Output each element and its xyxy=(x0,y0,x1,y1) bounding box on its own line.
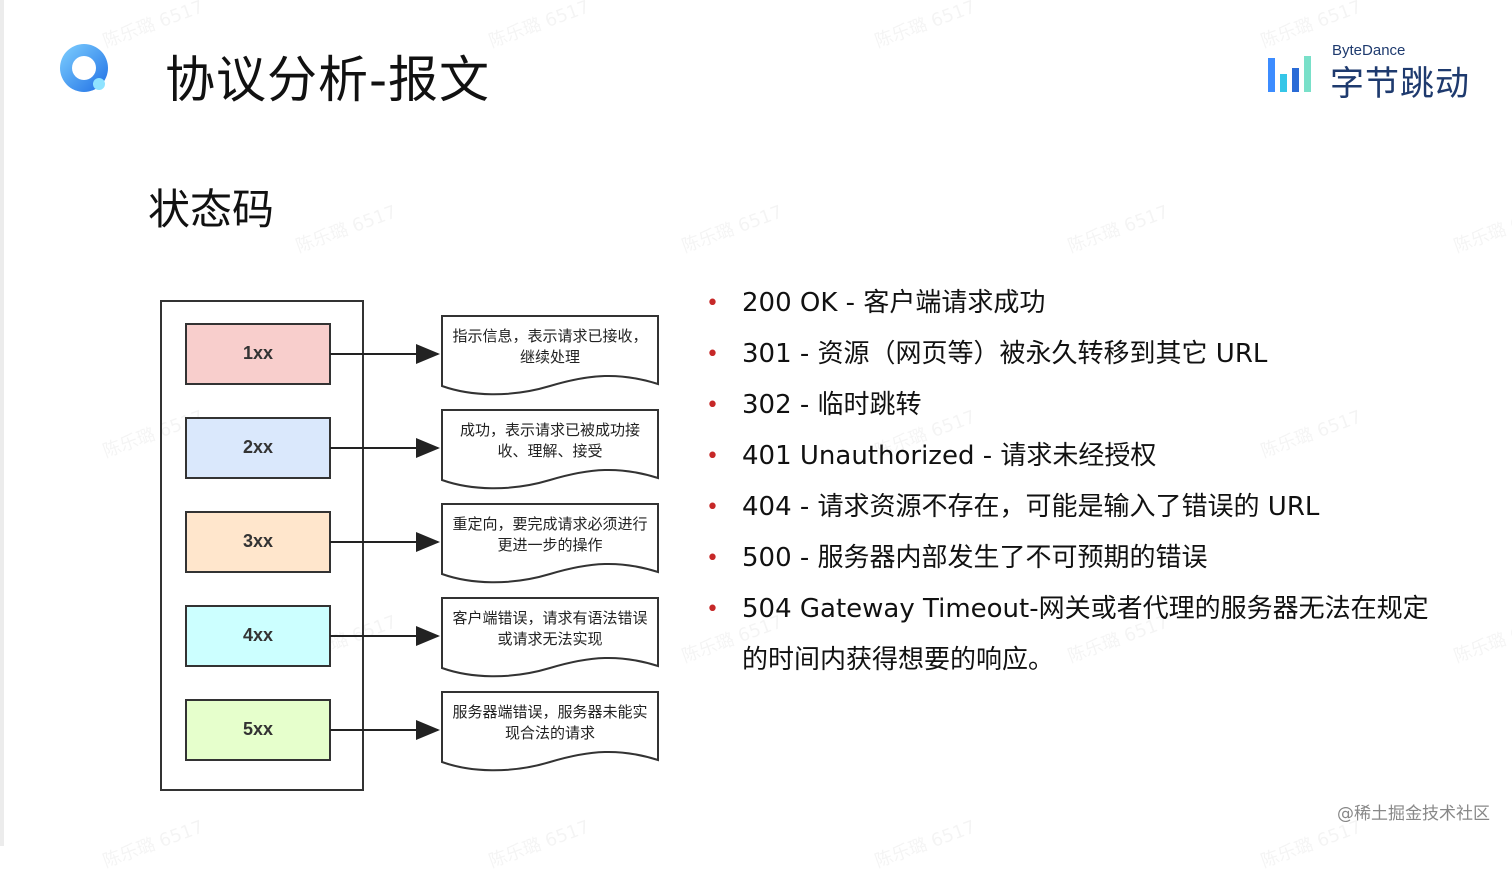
watermark-text: 陈乐璐 6517 xyxy=(485,0,593,53)
list-item: • 200 OK - 客户端请求成功 xyxy=(700,278,1480,329)
list-item-text-line2: 的时间内获得想要的响应。 xyxy=(742,645,1055,675)
section-title: 状态码 xyxy=(148,185,275,234)
bullet-dot-icon: • xyxy=(706,546,719,571)
status-box-label: 4xx xyxy=(242,625,274,645)
bullet-dot-icon: • xyxy=(706,342,719,367)
status-box-3xx xyxy=(185,511,331,573)
bullet-dot-icon: • xyxy=(706,444,719,469)
diagram-canvas xyxy=(160,300,659,791)
app-logo-icon xyxy=(60,44,108,92)
list-item-text: 200 OK - 客户端请求成功 xyxy=(742,288,1046,318)
status-box-5xx xyxy=(185,699,331,761)
description-document-shape xyxy=(441,315,659,396)
watermark-text: 陈乐璐 6517 xyxy=(871,813,979,873)
bullet-dot-icon: • xyxy=(706,291,719,316)
list-item-text-line1: 504 Gateway Timeout-网关或者代理的服务器无法在规定 xyxy=(742,594,1429,624)
list-item: • 302 - 临时跳转 xyxy=(700,380,1480,431)
status-description-line2: 继续处理 xyxy=(519,348,580,366)
status-description-line2: 或请求无法实现 xyxy=(497,630,603,648)
description-document-shape xyxy=(441,503,659,584)
status-description: 客户端错误，请求有语法错误或请求无法实现 xyxy=(442,608,658,650)
status-description: 重定向，要完成请求必须进行更进一步的操作 xyxy=(442,514,658,556)
status-description-line2: 更进一步的操作 xyxy=(497,536,603,554)
status-description-line2: 收、理解、接受 xyxy=(497,442,603,460)
status-box-label: 2xx xyxy=(242,437,274,457)
list-item: • 500 - 服务器内部发生了不可预期的错误 xyxy=(700,533,1480,584)
watermark-text: 陈乐璐 6517 xyxy=(1450,198,1512,259)
status-box-2xx xyxy=(185,417,331,479)
status-description: 服务器端错误，服务器未能实现合法的请求 xyxy=(442,702,658,744)
list-item-text: 302 - 临时跳转 xyxy=(742,390,922,420)
status-box-4xx xyxy=(185,605,331,667)
bullet-dot-icon: • xyxy=(706,495,719,520)
list-item-text: 404 - 请求资源不存在，可能是输入了错误的 URL xyxy=(742,492,1320,522)
status-box-1xx xyxy=(185,323,331,385)
bullet-dot-icon: • xyxy=(706,597,719,622)
list-item-text: 401 Unauthorized - 请求未经授权 xyxy=(742,441,1157,471)
list-item-text: 301 - 资源（网页等）被永久转移到其它 URL xyxy=(742,339,1268,369)
watermark-text: 陈乐璐 6517 xyxy=(1064,198,1172,259)
list-item: • 404 - 请求资源不存在，可能是输入了错误的 URL xyxy=(700,482,1480,533)
page-title: 协议分析-报文 xyxy=(165,51,491,109)
watermark-text: 陈乐璐 6517 xyxy=(678,198,786,259)
status-description: 指示信息，表示请求已接收， 继续处理 xyxy=(442,326,658,368)
brand-logo: ByteDance 字节跳动 xyxy=(1266,42,1476,104)
footer-credit: @稀土掘金技术社区 xyxy=(1337,804,1490,824)
bullet-dot-icon: • xyxy=(706,393,719,418)
brand-name-cn: 字节跳动 xyxy=(1330,64,1470,104)
status-description: 成功，表示请求已被成功接收、理解、接受 xyxy=(442,420,658,462)
brand-name-en: ByteDance xyxy=(1332,42,1406,59)
status-box-label: 3xx xyxy=(242,531,274,551)
description-document-shape xyxy=(441,597,659,678)
list-item: • 504 Gateway Timeout-网关或者代理的服务器无法在规定 的时… xyxy=(700,584,1480,686)
diagram-outer-frame xyxy=(160,300,364,791)
list-item-text: 500 - 服务器内部发生了不可预期的错误 xyxy=(742,543,1208,573)
status-box-label: 1xx xyxy=(242,343,274,363)
status-description-line1: 客户端错误，请求有语法错误 xyxy=(452,609,648,627)
slide-left-edge xyxy=(0,0,4,846)
watermark-text: 陈乐璐 6517 xyxy=(485,813,593,873)
status-code-list: • 200 OK - 客户端请求成功 • 301 - 资源（网页等）被永久转移到其它 … xyxy=(700,278,1480,686)
status-description-line1: 服务器端错误，服务器未能实 xyxy=(452,703,648,721)
list-item: • 301 - 资源（网页等）被永久转移到其它 URL xyxy=(700,329,1480,380)
watermark-text: 陈乐璐 6517 xyxy=(292,198,400,259)
status-box-label: 5xx xyxy=(242,719,274,739)
description-document-shape xyxy=(441,691,659,772)
description-document-shape xyxy=(441,409,659,490)
status-description-line1: 指示信息，表示请求已接收， xyxy=(452,327,648,345)
watermark-text: 陈乐璐 6517 xyxy=(99,813,207,873)
status-description-line1: 成功，表示请求已被成功接 xyxy=(459,421,640,439)
bytedance-bars-icon xyxy=(1268,56,1311,92)
status-description-line2: 现合法的请求 xyxy=(504,724,595,742)
watermark-text: 陈乐璐 6517 xyxy=(871,0,979,53)
list-item: • 401 Unauthorized - 请求未经授权 xyxy=(700,431,1480,482)
status-description-line1: 重定向，要完成请求必须进行 xyxy=(452,515,648,533)
status-code-diagram: 1xx 指示信息，表示请求已接收， 继续处理 2xx 成功，表示请求已被成功接收、理解、… xyxy=(150,290,670,800)
